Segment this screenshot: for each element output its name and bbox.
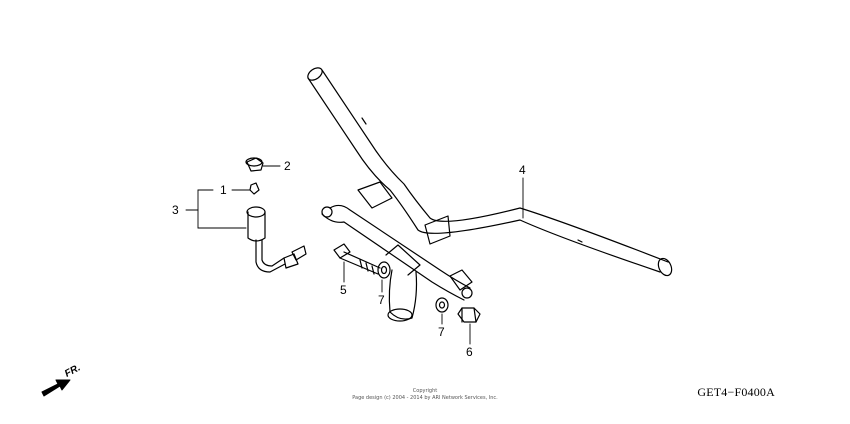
copyright-line-2: Page design (c) 2004 - 2014 by ARI Netwo… (352, 395, 498, 401)
callout-3: 3 (172, 203, 179, 217)
front-direction-arrow (41, 379, 71, 397)
washers (377, 261, 449, 313)
callout-7-left: 7 (378, 293, 385, 307)
nut (457, 307, 481, 323)
callout-2: 2 (284, 159, 291, 173)
diagram-code: GET4−F0400A (697, 385, 775, 399)
callout-7-right: 7 (438, 325, 445, 339)
switch-assembly (245, 157, 307, 273)
copyright-line-1: Copyright (412, 388, 438, 394)
steering-stem (385, 244, 421, 322)
callout-1: 1 (220, 183, 227, 197)
handlebar (307, 67, 673, 277)
leader-lines (185, 165, 524, 345)
bolt (333, 243, 381, 275)
handlebar-bracket (321, 181, 473, 301)
callout-5: 5 (340, 283, 347, 297)
callout-4: 4 (519, 163, 526, 177)
callout-6: 6 (466, 345, 473, 359)
